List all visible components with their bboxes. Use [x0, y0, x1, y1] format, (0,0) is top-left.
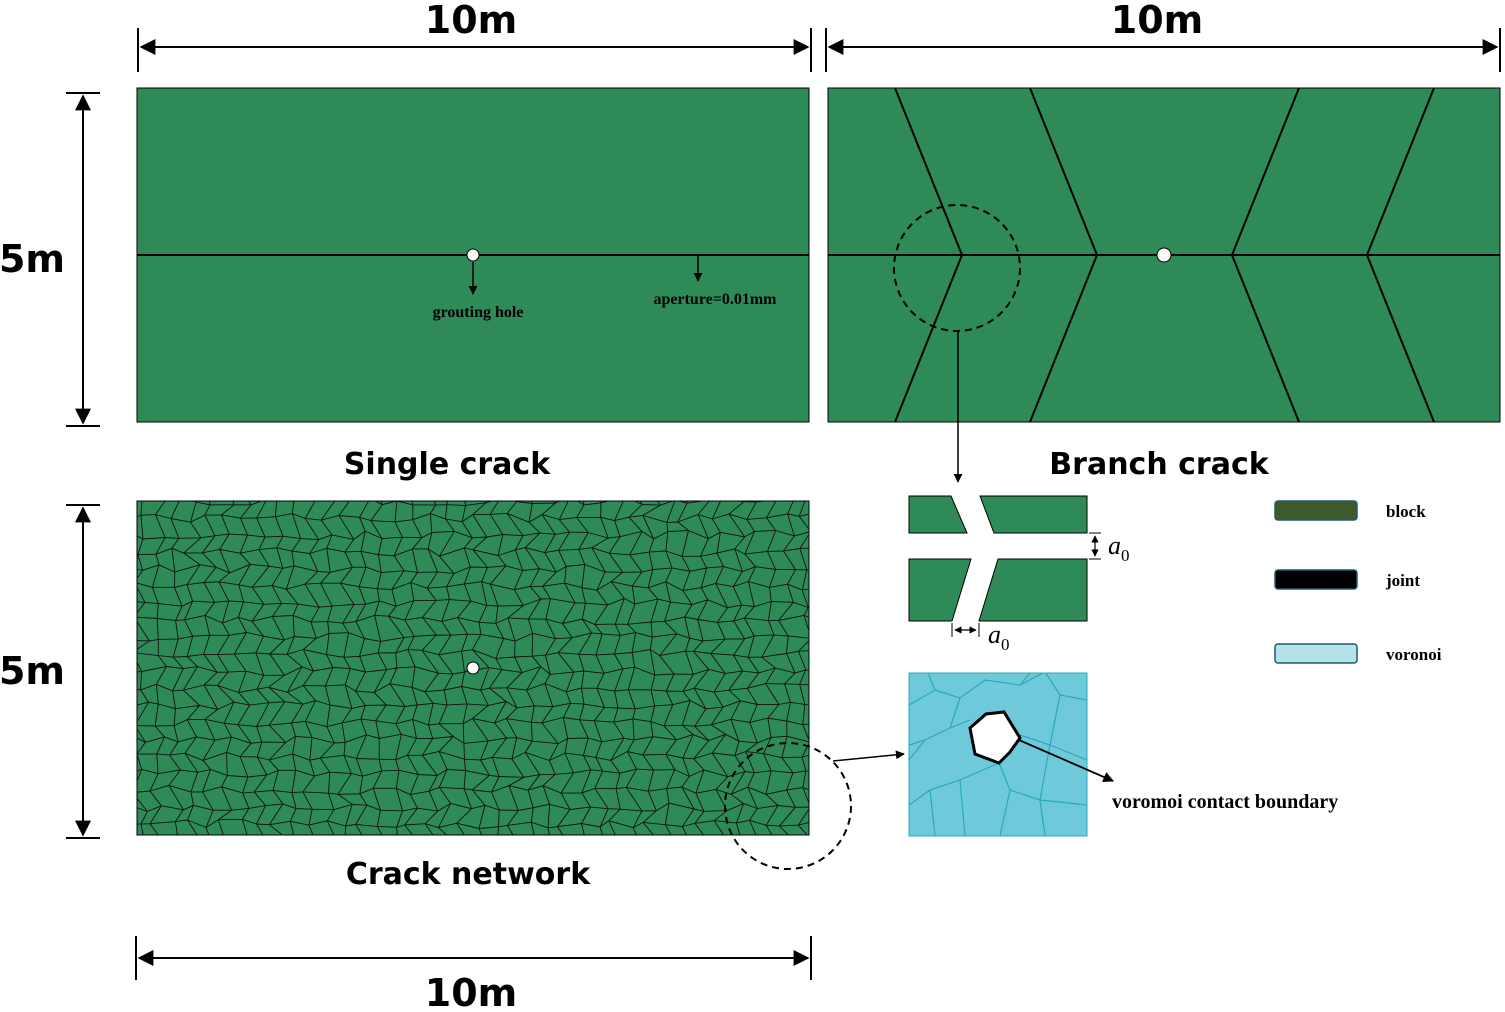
legend-item-voronoi: voronoi: [1274, 643, 1442, 664]
voronoi-contact-cell: [968, 710, 1022, 765]
aperture-symbol: a0: [988, 620, 1010, 654]
legend-label: joint: [1385, 571, 1420, 590]
caption-single-crack: Single crack: [344, 447, 551, 482]
grouting-hole: [1156, 247, 1172, 263]
contact-boundary-label: voromoi contact boundary: [1112, 791, 1338, 813]
legend-label: voronoi: [1386, 645, 1442, 664]
dimension-label: 10m: [425, 0, 517, 42]
voronoi-cells: [137, 501, 809, 835]
caption-crack-network: Crack network: [346, 857, 591, 892]
branch-zoom-detail: a0 a0: [908, 495, 1130, 654]
legend: block joint voronoi: [1274, 500, 1442, 664]
dimension-label: 5m: [0, 649, 65, 693]
zoom-circle: [724, 742, 852, 870]
panel-branch-crack: [827, 87, 1501, 483]
legend-swatch: [1274, 569, 1358, 590]
grouting-hole: [466, 661, 480, 675]
voronoi-zoom-detail: voromoi contact boundary: [908, 672, 1338, 837]
legend-item-block: block: [1274, 500, 1426, 521]
legend-swatch: [1274, 643, 1358, 664]
dimension-top-right-width: 10m: [825, 0, 1501, 72]
dimension-bottom-height: 5m: [0, 504, 100, 839]
legend-swatch: [1274, 500, 1358, 521]
voronoi-zoom-edges: [909, 673, 1087, 836]
dimension-top-height: 5m: [0, 92, 100, 427]
grouting-hole-label: grouting hole: [433, 304, 524, 321]
grouting-hole: [466, 248, 480, 262]
zoom-circle: [893, 204, 1021, 332]
aperture-symbol: a0: [1108, 531, 1130, 565]
dimension-label: 5m: [0, 237, 65, 281]
voronoi-mesh: [137, 501, 809, 835]
aperture-label: aperture=0.01mm: [653, 291, 777, 308]
dimension-label: 10m: [1111, 0, 1203, 42]
legend-item-joint: joint: [1274, 569, 1420, 590]
dimension-label: 10m: [425, 971, 517, 1012]
panel-crack-network: [136, 500, 905, 870]
panel-single-crack: grouting hole aperture=0.01mm: [136, 87, 810, 423]
legend-label: block: [1386, 502, 1426, 521]
dimension-bottom-width: 10m: [135, 936, 812, 1012]
dimension-top-left-width: 10m: [137, 0, 812, 72]
caption-branch-crack: Branch crack: [1049, 447, 1269, 482]
